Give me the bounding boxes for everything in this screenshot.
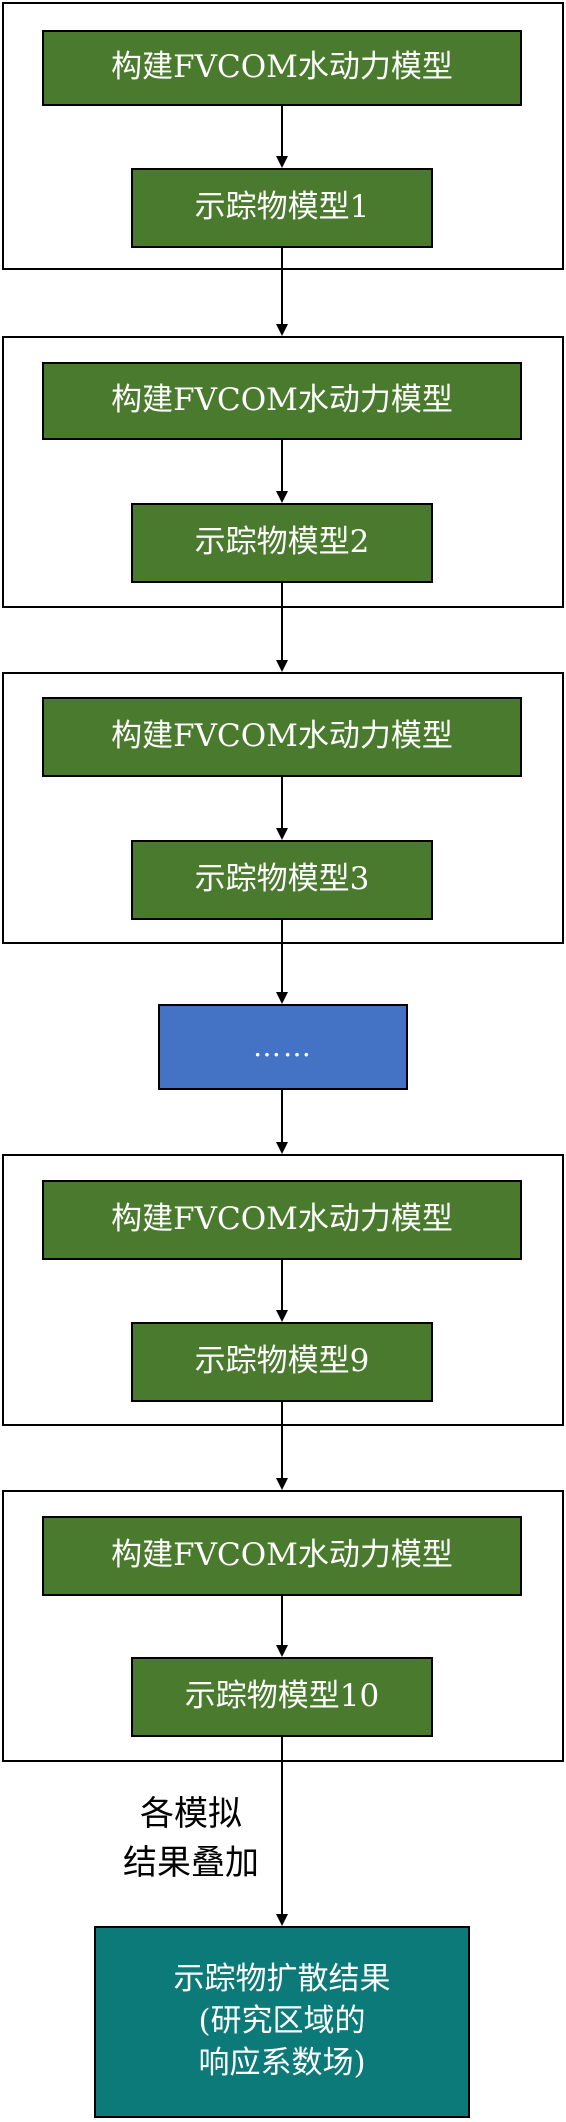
tracer-model-box-3: 示踪物模型3 <box>131 840 433 920</box>
tracer-model-box-9: 示踪物模型9 <box>131 1322 433 1402</box>
tracer-model-box-1: 示踪物模型1 <box>131 168 433 248</box>
hydro-model-box-10: 构建FVCOM水动力模型 <box>42 1516 522 1596</box>
superpose-label: 各模拟 结果叠加 <box>123 1794 259 1884</box>
hydro-model-box-1: 构建FVCOM水动力模型 <box>42 30 522 106</box>
hydro-model-box-3: 构建FVCOM水动力模型 <box>42 697 522 777</box>
result-box: 示踪物扩散结果 (研究区域的 响应系数场) <box>94 1926 470 2118</box>
tracer-model-box-10: 示踪物模型10 <box>131 1657 433 1737</box>
tracer-model-box-2: 示踪物模型2 <box>131 503 433 583</box>
hydro-model-box-2: 构建FVCOM水动力模型 <box>42 362 522 440</box>
ellipsis-box: …… <box>158 1004 408 1090</box>
hydro-model-box-9: 构建FVCOM水动力模型 <box>42 1180 522 1260</box>
